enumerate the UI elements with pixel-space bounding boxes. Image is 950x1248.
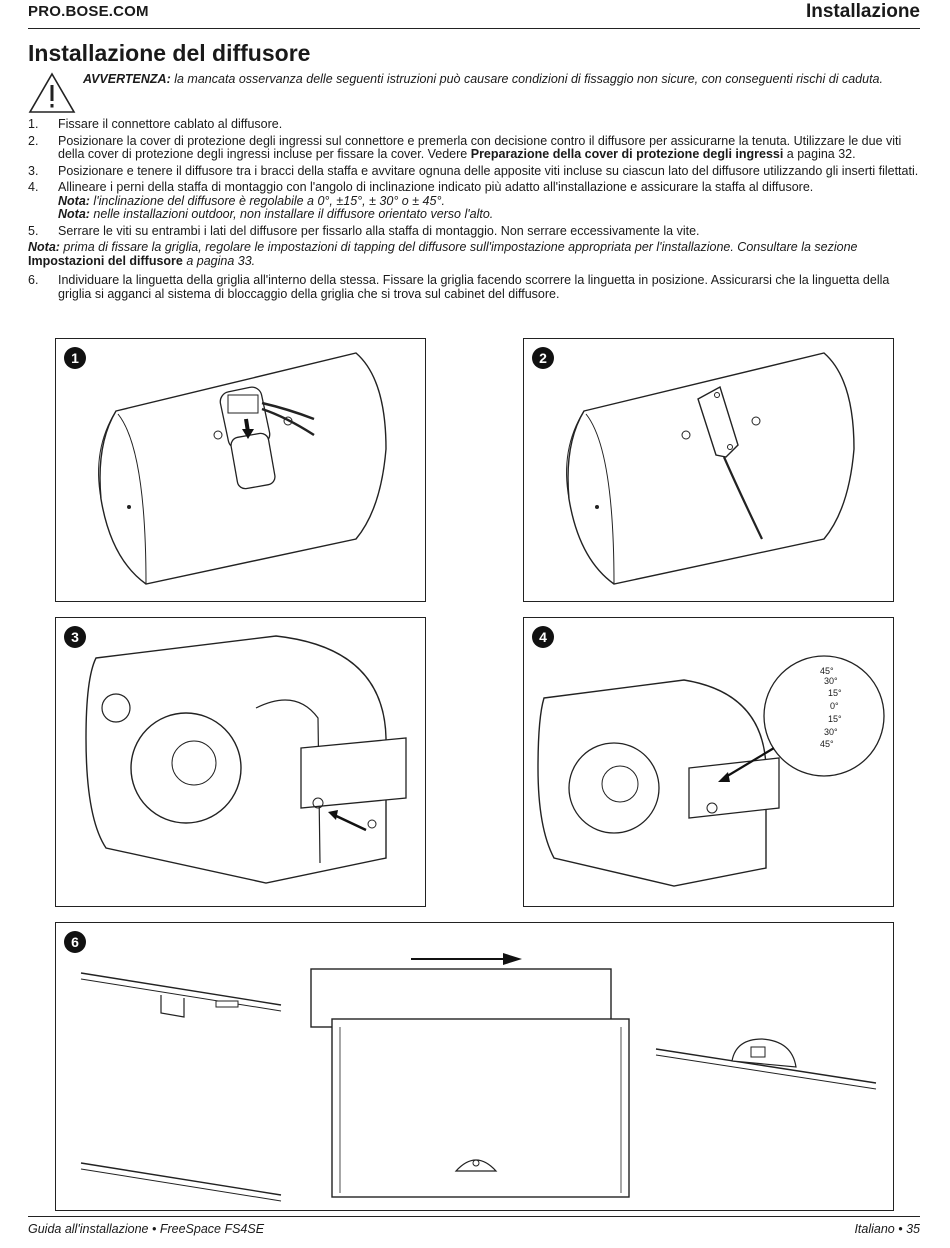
note-text: l'inclinazione del diffusore è regolabil…	[89, 193, 445, 208]
step-5: 5. Serrare le viti su entrambi i lati de…	[28, 223, 920, 239]
step-text: Fissare il connettore cablato al diffuso…	[58, 117, 283, 131]
site-name: PRO.BOSE.COM	[28, 3, 149, 20]
step-1: 1. Fissare il connettore cablato al diff…	[28, 117, 920, 132]
note-text: prima di fissare la griglia, regolare le…	[59, 240, 858, 254]
note-tail: a pagina 33.	[182, 253, 256, 268]
step-text: Posizionare e tenere il diffusore tra i …	[58, 163, 919, 178]
page-footer: Guida all'installazione • FreeSpace FS4S…	[28, 1216, 920, 1236]
footer-document-title: Guida all'installazione • FreeSpace FS4S…	[28, 1222, 265, 1236]
figure-badge: 1	[64, 347, 86, 369]
angle-label: 30°	[824, 676, 838, 686]
angle-label: 30°	[824, 727, 838, 737]
step-2: 2. Posizionare la cover di protezione de…	[28, 133, 920, 162]
step-number: 6.	[28, 273, 39, 287]
figure-badge: 3	[64, 626, 86, 648]
warning-text: AVVERTENZA: la mancata osservanza delle …	[83, 72, 920, 86]
page-reference: Impostazioni del diffusore	[28, 253, 183, 268]
speaker-cover-illustration	[566, 352, 855, 585]
tilt-note: Nota: l'inclinazione del diffusore è reg…	[58, 194, 445, 208]
speaker-bracket-illustration	[85, 635, 407, 884]
figure-6: 6	[55, 922, 894, 1211]
instruction-list: 1. Fissare il connettore cablato al diff…	[28, 117, 920, 304]
step-number: 2.	[28, 133, 39, 148]
figure-badge: 4	[532, 626, 554, 648]
angle-label: 0°	[830, 701, 839, 711]
warning-label: AVVERTENZA:	[83, 72, 171, 86]
step-text: Posizionare la cover di protezione degli…	[58, 133, 902, 161]
angle-label: 15°	[828, 714, 842, 724]
note-text: nelle installazioni outdoor, non install…	[89, 207, 494, 221]
warning-triangle-icon	[28, 72, 76, 113]
angle-label: 45°	[820, 666, 834, 676]
angle-label: 45°	[820, 739, 834, 749]
grille-installation-illustration	[80, 953, 877, 1202]
figure-3: 3	[55, 617, 426, 907]
note-label: Nota:	[58, 193, 90, 208]
step-6: 6. Individuare la linguetta della grigli…	[28, 273, 920, 301]
section-title: Installazione	[805, 1, 920, 22]
figure-4: 4 45° 30° 15° 0° 15° 30° 45°	[523, 617, 894, 907]
step-text-tail: a pagina 32.	[783, 147, 856, 161]
figure-badge: 2	[532, 347, 554, 369]
figure-1: 1	[55, 338, 426, 602]
step-number: 4.	[28, 180, 39, 194]
step-number: 3.	[28, 163, 39, 178]
angle-label: 15°	[828, 688, 842, 698]
step-text: Individuare la linguetta della griglia a…	[58, 273, 890, 301]
note-label: Nota:	[28, 240, 60, 254]
tapping-note: Nota: prima di fissare la griglia, regol…	[28, 240, 920, 268]
step-4: 4. Allineare i perni della staffa di mon…	[28, 180, 920, 222]
step-number: 1.	[28, 117, 39, 131]
figure-2: 2	[523, 338, 894, 602]
speaker-connector-illustration	[98, 352, 387, 585]
warning-body: la mancata osservanza delle seguenti ist…	[170, 72, 883, 86]
page-header: PRO.BOSE.COM Installazione	[28, 0, 920, 29]
page-title: Installazione del diffusore	[28, 40, 311, 66]
speaker-tilt-illustration	[537, 655, 885, 887]
page-reference: Preparazione della cover di protezione d…	[470, 147, 784, 161]
step-number: 5.	[28, 223, 39, 238]
outdoor-note: Nota: nelle installazioni outdoor, non i…	[58, 207, 493, 221]
step-3: 3. Posizionare e tenere il diffusore tra…	[28, 163, 920, 179]
note-label: Nota:	[58, 207, 90, 221]
step-text: Allineare i perni della staffa di montag…	[58, 180, 814, 194]
step-text: Serrare le viti su entrambi i lati del d…	[58, 223, 700, 238]
footer-page-number: Italiano • 35	[854, 1222, 920, 1236]
figure-badge: 6	[64, 931, 86, 953]
